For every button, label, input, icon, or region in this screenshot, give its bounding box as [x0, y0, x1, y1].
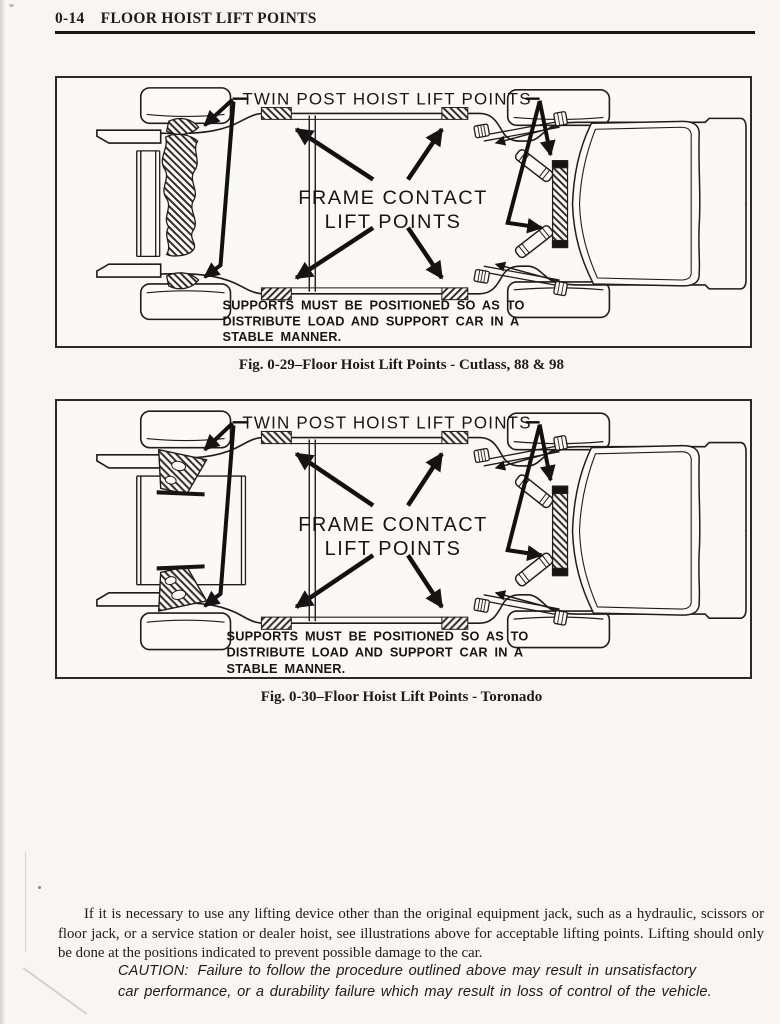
supports-note-line3: STABLE MANNER.	[223, 330, 342, 344]
caution-text: Failure to follow the procedure outlined…	[118, 963, 712, 1000]
scan-line-artifact	[25, 852, 26, 952]
supports-note-line2: DISTRIBUTE LOAD AND SUPPORT CAR IN A	[227, 645, 524, 660]
figure-box-cutlass: TWIN POST HOIST LIFT POINTS FRAME CONTAC…	[55, 76, 752, 348]
body-paragraph: If it is necessary to use any lifting de…	[58, 906, 764, 962]
caution-note: CAUTION:Failure to follow the procedure …	[118, 961, 718, 1002]
chassis-diagram-cutlass: TWIN POST HOIST LIFT POINTS FRAME CONTAC…	[57, 78, 750, 344]
page-header: 0-14 FLOOR HOIST LIFT POINTS	[55, 10, 317, 28]
page-title: FLOOR HOIST LIFT POINTS	[100, 10, 317, 27]
figure-caption-toronado: Fig. 0-30–Floor Hoist Lift Points - Toro…	[260, 689, 543, 705]
twin-post-label: TWIN POST HOIST LIFT POINTS	[242, 90, 531, 109]
scan-crease	[22, 967, 88, 1015]
twin-post-label: TWIN POST HOIST LIFT POINTS	[242, 413, 531, 432]
scan-speck	[38, 886, 41, 889]
supports-note-line2: DISTRIBUTE LOAD AND SUPPORT CAR IN A	[223, 314, 520, 328]
supports-note-line1: SUPPORTS MUST BE POSITIONED SO AS TO	[227, 628, 529, 643]
front-crossmember-hatched	[136, 117, 200, 290]
frame-contact-label-line2: LIFT POINTS	[325, 211, 462, 233]
supports-note-line3: STABLE MANNER.	[227, 661, 346, 676]
page-edge-shadow	[0, 0, 6, 1024]
frame-contact-label-line1: FRAME CONTACT	[298, 514, 488, 536]
figure-caption-cutlass: Fig. 0-29–Floor Hoist Lift Points - Cutl…	[238, 357, 565, 373]
chassis-diagram-toronado: TWIN POST HOIST LIFT POINTS FRAME CONTAC…	[57, 401, 750, 676]
section-number: 0-14	[55, 10, 85, 27]
front-mounts-hatched	[136, 448, 247, 612]
frame-contact-label-line2: LIFT POINTS	[325, 538, 462, 560]
header-rule	[55, 31, 755, 34]
scan-speck-top	[9, 4, 14, 7]
frame-contact-label-line1: FRAME CONTACT	[298, 187, 488, 209]
caution-label: CAUTION:	[118, 963, 189, 979]
figure-box-toronado: TWIN POST HOIST LIFT POINTS FRAME CONTAC…	[55, 399, 752, 679]
supports-note-line1: SUPPORTS MUST BE POSITIONED SO AS TO	[223, 299, 525, 313]
